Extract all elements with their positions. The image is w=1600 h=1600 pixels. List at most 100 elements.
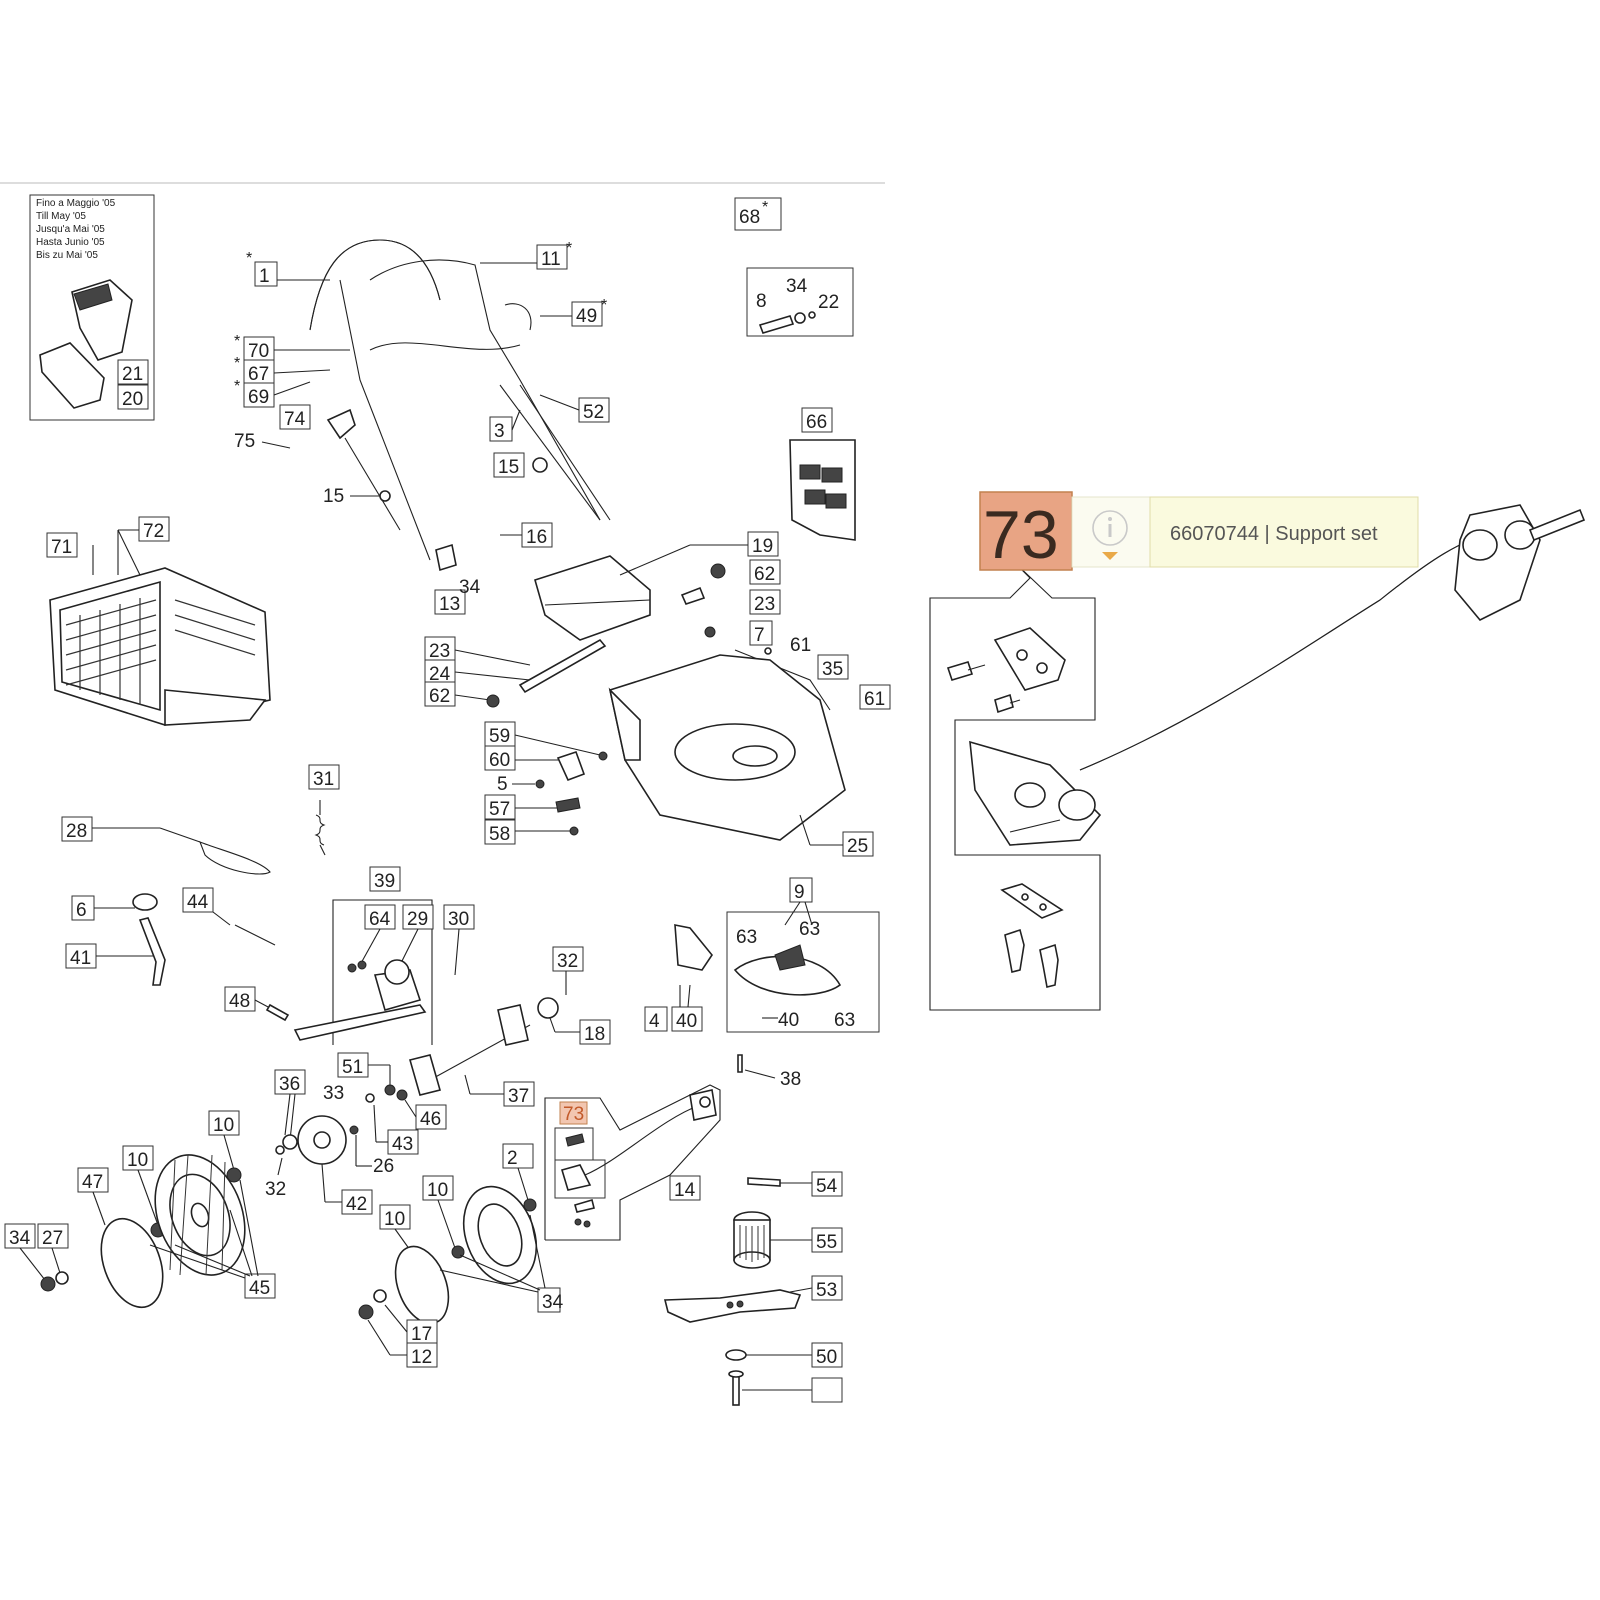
part-label: 36 (279, 1074, 300, 1095)
label-box (578, 397, 610, 423)
blade-assembly-drawing: 54 55 53 50 (663, 1171, 843, 1406)
part-label: 10 (213, 1115, 234, 1136)
part-label: 63 (736, 927, 757, 948)
part-label: 7 (754, 625, 765, 646)
part-label: 38 (780, 1069, 801, 1090)
part-label: 62 (754, 564, 775, 585)
part-label: 34 (542, 1292, 564, 1313)
part-label: 10 (127, 1150, 148, 1171)
support-set-callout-small[interactable]: 73 14 (544, 1084, 721, 1241)
part-label: 25 (847, 836, 868, 857)
part-label: 17 (411, 1324, 432, 1345)
part-label: 30 (448, 909, 469, 930)
label-box (254, 261, 278, 287)
mower-deck-drawing: 25 (608, 654, 874, 857)
part-label: 41 (70, 948, 91, 969)
part-label: 33 (323, 1083, 344, 1104)
tooltip-text-cell[interactable] (1149, 496, 1419, 568)
part-label: 2 (507, 1148, 518, 1169)
part-label: 15 (323, 486, 344, 507)
part-label: 57 (489, 799, 510, 820)
nut-washer-right: 17 12 (358, 1289, 438, 1368)
part-label: 1 (259, 266, 270, 287)
part-label: 70 (248, 341, 269, 362)
part-label: 11 (541, 249, 561, 270)
part-label: 10 (427, 1180, 448, 1201)
part-label: 12 (411, 1347, 432, 1368)
label-box (117, 384, 149, 410)
part-label: 9 (794, 882, 805, 903)
gearbox-inset: 39 64 29 30 (293, 866, 475, 1045)
handle-labels: * 1 11 * 49 * * 70 * 67 * 69 74 75 15 (234, 240, 610, 615)
part-label: 28 (66, 821, 87, 842)
part-label: 55 (816, 1232, 837, 1253)
label-box (493, 452, 525, 478)
asterisk: * (601, 297, 607, 314)
part-label: 29 (407, 909, 428, 930)
axle-pin-labels: 23 24 62 (424, 636, 607, 708)
label-box (536, 244, 568, 270)
part-label: 39 (374, 871, 395, 892)
fastener-inset: 68 * 8 34 22 (734, 197, 854, 337)
info-icon[interactable] (1092, 510, 1128, 560)
part-label: 52 (583, 402, 604, 423)
asterisk: * (234, 355, 240, 372)
part-label: 54 (816, 1176, 838, 1197)
support-bracket-drawing (946, 627, 1066, 714)
highlight-73-label[interactable]: 73 (563, 1104, 584, 1125)
part-label: 18 (584, 1024, 605, 1045)
part-label: 19 (752, 536, 773, 557)
part-label: 61 (790, 635, 811, 656)
part-label: 53 (816, 1280, 837, 1301)
part-label: 63 (834, 1010, 855, 1031)
label-box (669, 1175, 701, 1201)
rear-flap-drawing: 19 62 23 7 61 35 61 (534, 531, 891, 711)
asterisk: * (762, 199, 768, 216)
part-label: 40 (778, 1010, 799, 1031)
lever-parts-drawing: 6 44 41 48 (65, 887, 290, 1022)
grass-bag-flap-drawing (39, 279, 133, 409)
end-plate-drawing (1454, 504, 1586, 621)
nut-washer-left: 34 27 (4, 1223, 69, 1292)
part-label: 40 (676, 1011, 697, 1032)
part-label: 34 (459, 577, 481, 598)
note-line: Bis zu Mai '05 (36, 250, 98, 261)
part-label: 26 (373, 1156, 394, 1177)
height-adjust-labels: 59 60 5 57 58 (484, 721, 608, 845)
label-box (243, 336, 275, 362)
part-label: 20 (122, 389, 143, 410)
asterisk: * (246, 250, 252, 267)
asterisk: * (234, 333, 240, 350)
part-label: 64 (369, 909, 391, 930)
instruction-card: 66 (789, 407, 856, 541)
part-label: 58 (489, 824, 510, 845)
part-label: 22 (818, 292, 839, 313)
part-tooltip[interactable]: 73 66070744 | Support set (979, 491, 1419, 573)
part-label: 13 (439, 594, 460, 615)
asterisk: * (234, 378, 240, 395)
part-label: 75 (234, 431, 255, 452)
screw-38-drawing: 38 (737, 1054, 801, 1090)
part-label: 47 (82, 1172, 103, 1193)
part-label: 74 (284, 409, 306, 430)
handle-drawing (309, 239, 611, 561)
part-label: 51 (342, 1057, 363, 1078)
part-label: 66 (806, 412, 827, 433)
part-label: 44 (187, 892, 209, 913)
highlight-73-badge[interactable] (559, 1101, 588, 1125)
part-label: 43 (392, 1134, 413, 1155)
label-box (279, 404, 311, 430)
rear-axle-drawing: 37 51 33 46 43 (323, 1004, 535, 1155)
part-label: 34 (9, 1228, 31, 1249)
part-label: 27 (42, 1228, 63, 1249)
part-label: 3 (494, 421, 505, 442)
bracket-4-drawing: 4 40 (644, 924, 713, 1032)
asterisk: * (566, 240, 572, 257)
clamp-plate-drawing (1000, 883, 1064, 988)
part-label: 72 (143, 521, 164, 542)
tooltip-number-badge[interactable] (979, 491, 1073, 571)
part-label: 35 (822, 659, 843, 680)
part-label: 69 (248, 387, 269, 408)
dropdown-arrow-icon[interactable] (1102, 552, 1118, 560)
